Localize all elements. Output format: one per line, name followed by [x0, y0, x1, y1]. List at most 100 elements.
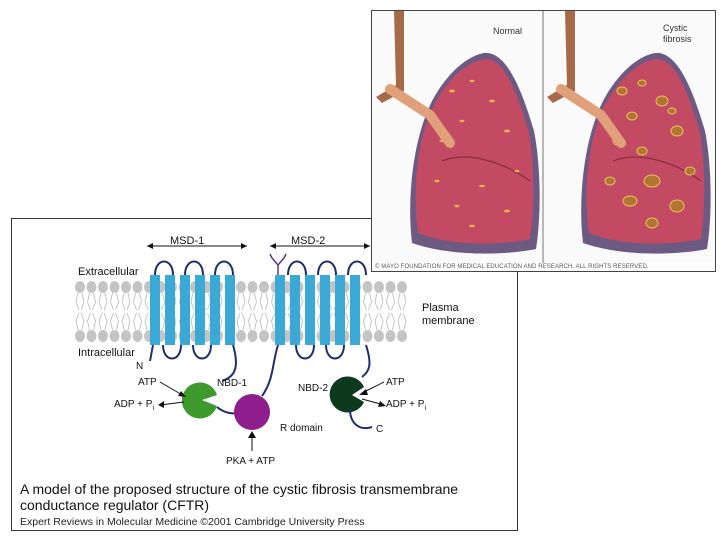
pka-label: PKA + ATP	[226, 456, 275, 467]
lung-illustration-panel: Normal Cystic fibrosis © MAYO FOUNDATION…	[371, 10, 716, 272]
r-domain-label: R domain	[280, 423, 323, 434]
normal-label: Normal	[493, 26, 523, 36]
lipid-head	[362, 330, 373, 342]
lipid-tail	[363, 292, 372, 311]
lipid-tail	[397, 292, 407, 311]
cf-lung	[547, 11, 711, 254]
adp-left-label: ADP + P	[114, 399, 153, 410]
tm-helix	[275, 275, 285, 345]
lung-credit: © MAYO FOUNDATION FOR MEDICAL EDUCATION …	[375, 264, 649, 270]
cf-label-line1: Cystic	[663, 23, 688, 33]
lipid-head	[109, 281, 120, 293]
c-terminus-tail	[349, 408, 373, 429]
lipid-tail	[75, 292, 85, 311]
pka-arrow	[248, 431, 256, 451]
normal-lung	[376, 11, 540, 254]
lipid-tail	[248, 292, 257, 311]
lipid-tail	[259, 292, 269, 311]
lipid-head	[247, 281, 258, 293]
tm-helix	[225, 275, 235, 345]
msd1-label: MSD-1	[170, 235, 204, 247]
tm-helix	[320, 275, 330, 345]
figure-caption: A model of the proposed structure of the…	[20, 481, 459, 513]
lipid-tail	[87, 292, 96, 311]
tm-helix	[150, 275, 160, 345]
glycosylation-branch	[269, 253, 287, 275]
lipid-head	[132, 281, 143, 293]
adp-right-label: ADP + P	[386, 399, 425, 410]
lipid-tail	[75, 312, 85, 331]
lipid-tail	[374, 292, 384, 311]
tm-helix	[195, 275, 205, 345]
tm-helix	[290, 275, 300, 345]
n-terminus-tail	[149, 344, 154, 362]
tm-helix	[305, 275, 315, 345]
c-terminus-label: C	[376, 424, 383, 435]
svg-text:ADP + Pi: ADP + Pi	[386, 399, 426, 412]
lipid-head	[385, 330, 396, 342]
cf-label-line2: fibrosis	[663, 34, 692, 44]
adp-right-subscript: i	[424, 405, 426, 412]
nbd2-label: NBD-2	[298, 383, 328, 394]
lipid-tail	[87, 312, 96, 331]
lipid-tail	[386, 312, 395, 331]
lipid-tail	[98, 312, 108, 331]
lipid-head	[397, 330, 407, 342]
msd2-span-arrow	[270, 243, 370, 249]
lipid-tail	[236, 312, 246, 331]
tm-helix	[180, 275, 190, 345]
msd1-span-arrow	[147, 243, 247, 249]
lipid-head	[259, 330, 269, 342]
transmembrane-helices	[150, 275, 360, 345]
lipid-head	[236, 330, 246, 342]
normal-lung-airways	[434, 79, 520, 228]
tm-helix	[335, 275, 345, 345]
plasma-membrane-label-line1: Plasma	[422, 302, 460, 314]
lipid-tail	[98, 292, 108, 311]
lipid-head	[86, 330, 97, 342]
lipid-tail	[236, 292, 246, 311]
lipid-tail	[133, 292, 142, 311]
intracellular-loops	[162, 344, 345, 360]
msd2-nbd2-linker	[361, 344, 371, 378]
lipid-head	[75, 281, 85, 293]
tm-helix	[350, 275, 360, 345]
lipid-tail	[110, 312, 119, 331]
svg-text:ADP + Pi: ADP + Pi	[114, 399, 154, 412]
extracellular-loops	[154, 260, 367, 276]
lipid-head	[259, 281, 269, 293]
lipid-head	[374, 281, 384, 293]
extracellular-label: Extracellular	[78, 266, 139, 278]
lipid-head	[362, 281, 373, 293]
atp-right-label: ATP	[386, 377, 405, 388]
lipid-head	[236, 281, 246, 293]
n-terminus-label: N	[136, 361, 143, 372]
lung-illustration-svg	[372, 11, 715, 263]
lipid-head	[385, 281, 396, 293]
msd2-label: MSD-2	[291, 235, 325, 247]
lipid-tail	[121, 292, 131, 311]
lipid-tail	[248, 312, 257, 331]
tm-helix	[165, 275, 175, 345]
lipid-head	[121, 330, 131, 342]
nbd2-domain	[329, 376, 364, 413]
lipid-tail	[110, 292, 119, 311]
lipid-head	[121, 281, 131, 293]
lipid-tail	[386, 292, 395, 311]
lipid-head	[98, 330, 108, 342]
lipid-head	[98, 281, 108, 293]
lipid-tail	[374, 312, 384, 331]
atp-right-arrows	[359, 381, 386, 407]
lipid-tail	[133, 312, 142, 331]
tm-helix	[210, 275, 220, 345]
lipid-head	[397, 281, 407, 293]
cf-lung-cysts	[604, 79, 696, 229]
lipid-tail	[121, 312, 131, 331]
atp-left-label: ATP	[138, 377, 157, 388]
lipid-head	[374, 330, 384, 342]
lipid-head	[86, 281, 97, 293]
plasma-membrane-label-line2: membrane	[422, 315, 475, 327]
figure-credit: Expert Reviews in Molecular Medicine ©20…	[20, 516, 365, 528]
msd1-nbd1-linker	[221, 344, 237, 382]
r-domain	[234, 394, 270, 430]
